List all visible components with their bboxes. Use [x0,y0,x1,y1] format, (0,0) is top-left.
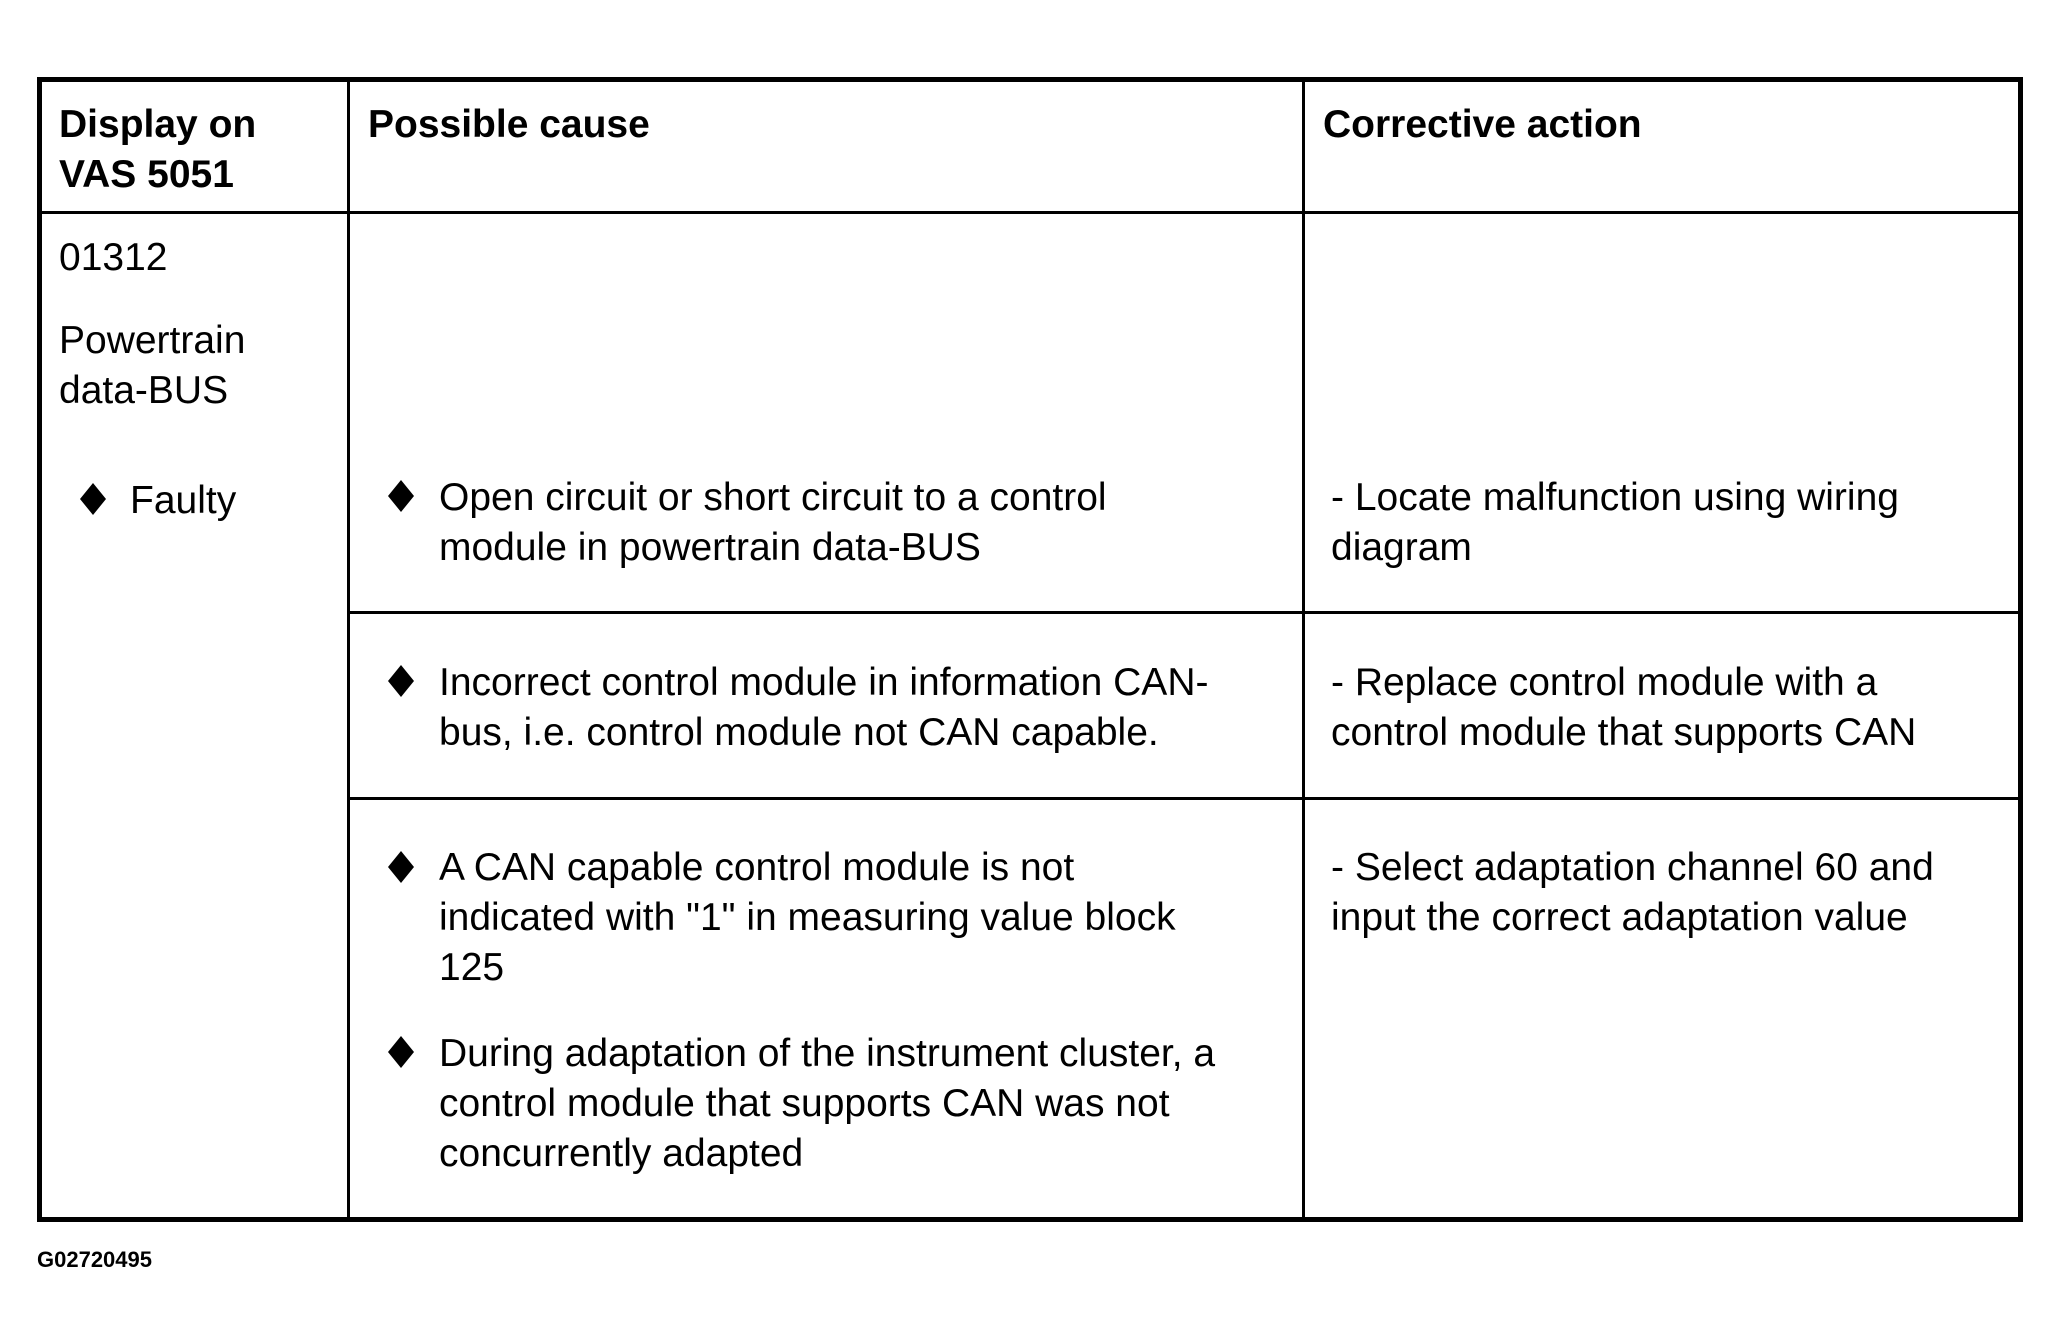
cause-line: indicated with "1" in measuring value bl… [439,896,1176,939]
action-line: diagram [1331,526,1472,569]
cause-line: concurrently adapted [439,1132,804,1175]
action-line: - Replace control module with a [1331,661,1878,704]
diamond-bullet-icon [386,851,416,883]
cause-line: Open circuit or short circuit to a contr… [439,476,1107,519]
row-divider [349,797,2020,800]
cause-line: Incorrect control module in information … [439,661,1209,704]
action-line: - Locate malfunction using wiring [1331,476,1899,519]
header-corrective-action: Corrective action [1323,103,1642,146]
cause-line: bus, i.e. control module not CAN capable… [439,711,1159,754]
header-display: Display on [59,103,257,146]
header-possible-cause: Possible cause [368,103,650,146]
action-line: control module that supports CAN [1331,711,1917,754]
troubleshooting-table [37,77,2023,1222]
cause-line: control module that supports CAN was not [439,1082,1170,1125]
row-divider [349,611,2020,614]
cause-line: During adaptation of the instrument clus… [439,1032,1216,1075]
action-line: - Select adaptation channel 60 and [1331,846,1934,889]
cause-line: module in powertrain data-BUS [439,526,981,569]
diamond-bullet-icon [386,665,416,697]
fault-status: Faulty [130,479,237,522]
diamond-bullet-icon [386,1036,416,1068]
cause-line: A CAN capable control module is not [439,846,1075,889]
action-line: input the correct adaptation value [1331,896,1908,939]
header-divider [40,211,2020,214]
fault-code: 01312 [59,236,168,279]
diamond-bullet-icon [78,483,108,515]
cause-line: 125 [439,946,505,989]
figure-id: G02720495 [37,1247,152,1272]
fault-name: data-BUS [59,369,229,412]
header-display: VAS 5051 [59,153,234,196]
column-divider [347,80,350,1220]
column-divider [1302,80,1305,1220]
diamond-bullet-icon [386,480,416,512]
fault-name: Powertrain [59,319,246,362]
